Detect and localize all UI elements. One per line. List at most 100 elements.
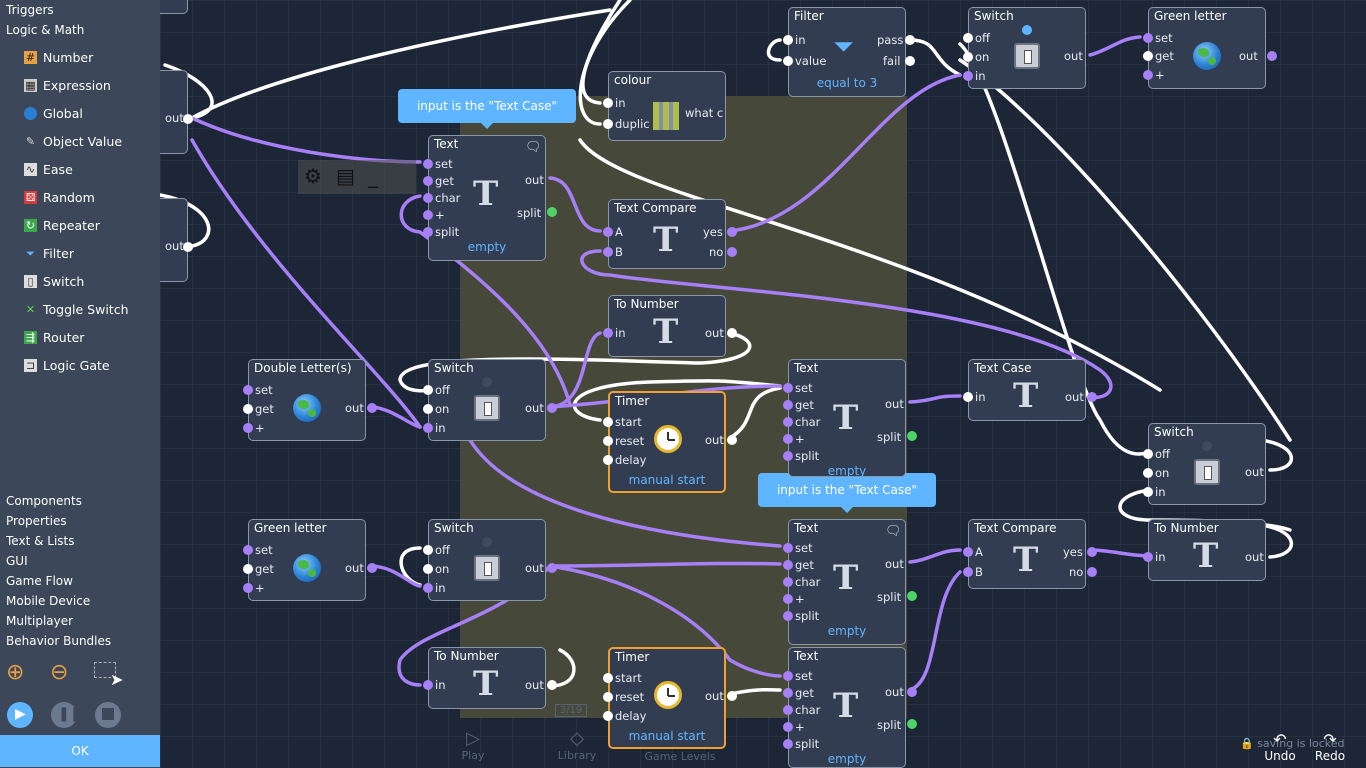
sidebar-item-object-value[interactable]: ✎Object Value (24, 134, 122, 149)
port-out[interactable] (1267, 51, 1277, 61)
port-get[interactable] (783, 400, 793, 410)
port-b[interactable] (963, 567, 973, 577)
gear-icon[interactable]: ⚙ (304, 164, 322, 188)
port-set[interactable] (423, 159, 433, 169)
category-game-flow[interactable]: Game Flow (6, 574, 73, 588)
port-yes[interactable] (727, 227, 737, 237)
port-get[interactable] (1143, 51, 1153, 61)
port-out[interactable] (727, 691, 737, 701)
port-out[interactable] (367, 403, 377, 413)
port-char[interactable] (783, 417, 793, 427)
port-delay[interactable] (603, 711, 613, 721)
port-reset[interactable] (603, 436, 613, 446)
port-b[interactable] (603, 247, 613, 257)
port-split[interactable] (783, 451, 793, 461)
port-plus[interactable] (243, 423, 253, 433)
port-set[interactable] (1143, 33, 1153, 43)
port-out[interactable] (727, 328, 737, 338)
port-plus[interactable] (783, 594, 793, 604)
to-number-node[interactable]: To Number in T out (423, 647, 557, 709)
timer-node[interactable]: Timer start reset delay out manual start (603, 647, 737, 749)
ok-button[interactable]: OK (0, 735, 160, 767)
to-number-node[interactable]: To Number in T out (603, 295, 737, 357)
port-set[interactable] (243, 545, 253, 555)
port-out[interactable] (547, 680, 557, 690)
switch-node[interactable]: Switch off on in out (963, 7, 1086, 89)
port-reset[interactable] (603, 692, 613, 702)
stop-button[interactable] (95, 702, 121, 728)
redo-button[interactable]: ↷ Redo (1310, 730, 1350, 763)
zoom-out-icon[interactable]: ⊖ (50, 660, 69, 685)
port-on[interactable] (963, 52, 973, 62)
port-on[interactable] (423, 564, 433, 574)
port-in[interactable] (783, 35, 793, 45)
pause-button[interactable]: ❚❚ (51, 702, 81, 728)
port-split[interactable] (423, 227, 433, 237)
green-letter-global-node[interactable]: Green letter set get + out (1143, 7, 1277, 89)
sidebar-item-logic-gate[interactable]: ⊐Logic Gate (24, 358, 110, 373)
text-case-node[interactable]: Text Case in T out (963, 359, 1097, 421)
play-button[interactable]: ▶ (7, 702, 33, 728)
sidebar-item-router[interactable]: ⇶Router (24, 330, 84, 345)
port-split-out[interactable] (547, 207, 557, 217)
port-off[interactable] (423, 385, 433, 395)
port-split[interactable] (783, 611, 793, 621)
port-pass[interactable] (905, 35, 915, 45)
port-no[interactable] (727, 247, 737, 257)
port-split-out[interactable] (907, 591, 917, 601)
port-char[interactable] (783, 577, 793, 587)
port-set[interactable] (783, 383, 793, 393)
category-triggers[interactable]: Triggers (6, 3, 54, 17)
category-mobile-device[interactable]: Mobile Device (6, 594, 91, 608)
port-delay[interactable] (603, 455, 613, 465)
sidebar-item-repeater[interactable]: ↻Repeater (24, 218, 100, 233)
category-components[interactable]: Components (6, 494, 82, 508)
port-set[interactable] (783, 543, 793, 553)
port-in[interactable] (1143, 552, 1153, 562)
colour-node[interactable]: colour in duplic what c (603, 71, 726, 141)
library-tab[interactable]: ◇ Library (552, 728, 602, 762)
port-in[interactable] (963, 392, 973, 402)
sidebar-item-ease[interactable]: ∿Ease (24, 162, 73, 177)
comment-icon[interactable]: 🗨 (885, 524, 902, 539)
port-out[interactable] (1087, 392, 1097, 402)
port-out[interactable] (727, 435, 737, 445)
undo-button[interactable]: ↶ Undo (1260, 730, 1300, 763)
port-split-out[interactable] (907, 719, 917, 729)
port-out[interactable] (183, 242, 193, 252)
port-out[interactable] (907, 687, 917, 697)
port-char[interactable] (783, 705, 793, 715)
port-plus[interactable] (783, 434, 793, 444)
filter-node[interactable]: Filter in value pass fail ⏷ equal to 3 (783, 7, 915, 97)
port-plus[interactable] (1143, 70, 1153, 80)
category-logic-math[interactable]: Logic & Math (6, 23, 85, 37)
port-in[interactable] (603, 98, 613, 108)
sidebar-item-global[interactable]: Global (24, 106, 83, 121)
port-start[interactable] (603, 673, 613, 683)
port-set[interactable] (243, 385, 253, 395)
game-levels-tab[interactable]: Game Levels (644, 750, 716, 763)
port-on[interactable] (423, 404, 433, 414)
switch-node[interactable]: Switch off on in out (1143, 423, 1266, 505)
port-in[interactable] (1143, 487, 1153, 497)
port-duplic[interactable] (603, 119, 613, 129)
category-properties[interactable]: Properties (6, 514, 67, 528)
comment-icon[interactable]: 🗨 (525, 140, 542, 155)
port-a[interactable] (963, 547, 973, 557)
green-letter-global-node[interactable]: Green letter set get + out (243, 519, 377, 601)
port-plus[interactable] (243, 583, 253, 593)
port-get[interactable] (423, 176, 433, 186)
port-off[interactable] (423, 545, 433, 555)
category-text-lists[interactable]: Text & Lists (6, 534, 75, 548)
port-out[interactable] (183, 114, 193, 124)
text-node[interactable]: Text 🗨 set get char + split T out split … (783, 519, 917, 645)
port-in[interactable] (423, 583, 433, 593)
port-out[interactable] (547, 563, 557, 573)
sidebar-item-expression[interactable]: ▦Expression (24, 78, 111, 93)
port-in[interactable] (603, 328, 613, 338)
category-gui[interactable]: GUI (6, 554, 28, 568)
to-number-node[interactable]: To Number in T out (1143, 519, 1266, 581)
sidebar-item-number[interactable]: #Number (24, 50, 93, 65)
selection-toolbar[interactable]: ⚙ ▤ _ (298, 160, 416, 194)
port-plus[interactable] (423, 210, 433, 220)
